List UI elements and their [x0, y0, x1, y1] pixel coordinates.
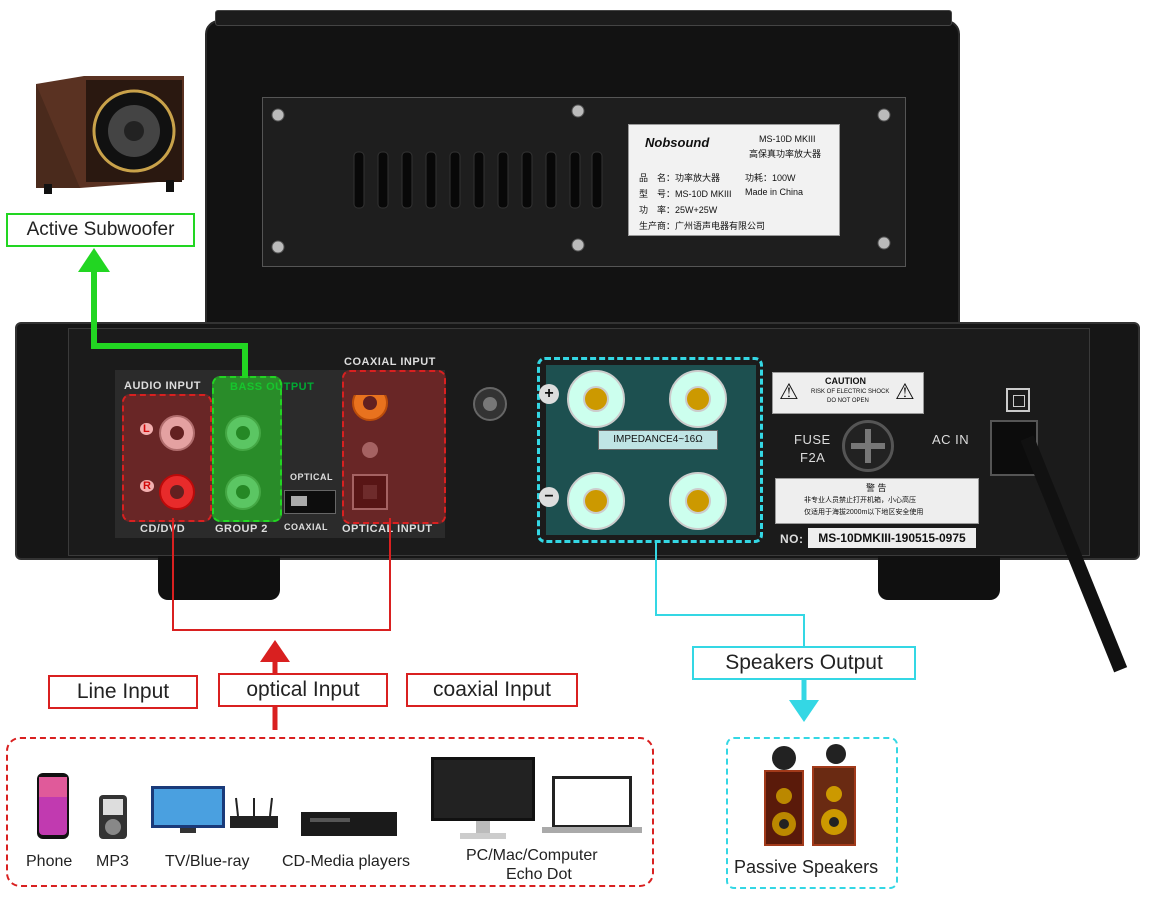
warn-line2: 仅适用于海拔2000m以下地区安全使用 — [804, 509, 924, 516]
tv-caption: TV/Blue-ray — [165, 853, 250, 870]
fuse-rating: F2A — [800, 450, 826, 465]
optical-input-label: OPTICAL INPUT — [342, 523, 433, 535]
plate-desc: 高保真功率放大器 — [749, 149, 822, 159]
active-subwoofer-label: Active Subwoofer — [6, 213, 195, 247]
spec-label-plate: Nobsound MS-10D MKIII 高保真功率放大器 品 名：功率放大器… — [628, 124, 840, 236]
mp3-caption: MP3 — [96, 853, 129, 870]
router-icon — [230, 797, 278, 828]
caution-title: CAUTION — [825, 376, 866, 386]
plate-row2b: Made in China — [745, 187, 804, 197]
warning-triangle-icon-2: ⚠ — [895, 379, 915, 404]
phone-icon — [37, 773, 69, 839]
plate-row1b: 功耗：100W — [745, 173, 796, 183]
warn-line1: 非专业人员禁止打开机箱，小心高压 — [804, 497, 916, 504]
group2-label: GROUP 2 — [215, 523, 268, 535]
plate-row1a: 品 名：功率放大器 — [639, 173, 721, 183]
jack-left-white[interactable] — [159, 415, 195, 451]
tv-icon — [151, 786, 225, 833]
cd-player-icon — [301, 812, 397, 836]
speaker-terminals-highlight — [537, 357, 763, 543]
jack-coaxial[interactable] — [352, 395, 388, 421]
passive-speakers-caption: Passive Speakers — [734, 857, 879, 877]
ground-screw-icon — [473, 387, 507, 421]
minus-sign: − — [539, 487, 559, 507]
right-channel-label: R — [140, 480, 155, 492]
top-rail — [215, 10, 952, 26]
serial-prefix: NO: — [780, 532, 804, 546]
plate-screws — [271, 104, 891, 254]
warning-sticker-cn: 警 告 非专业人员禁止打开机箱，小心高压 仅适用于海拔2000m以下地区安全使用 — [775, 478, 979, 524]
line-input-label: Line Input — [48, 675, 198, 709]
plate-model: MS-10D MKIII — [759, 134, 816, 144]
optical-switch-label: OPTICAL — [290, 472, 333, 482]
serial-number: MS-10DMKIII-190515-0975 — [808, 528, 976, 548]
laptop-icon — [542, 776, 642, 833]
audio-input-label: AUDIO INPUT — [124, 380, 201, 392]
coaxial-input-label-box: coaxial Input — [406, 673, 578, 707]
speakers-output-label: Speakers Output — [692, 646, 916, 680]
caution-sub2: DO NOT OPEN — [827, 398, 869, 404]
phone-caption: Phone — [26, 853, 73, 870]
caution-sticker: CAUTION RISK OF ELECTRIC SHOCK DO NOT OP… — [772, 372, 924, 414]
cd-caption: CD-Media players — [282, 853, 411, 870]
power-switch-icon — [1006, 388, 1030, 412]
left-channel-label: L — [140, 423, 154, 435]
impedance-label: IMPEDANCE4~16Ω — [598, 430, 718, 450]
pc-caption-line2: Echo Dot — [506, 866, 572, 883]
passive-speakers-box — [726, 737, 898, 889]
coaxial-optical-highlight — [342, 370, 446, 524]
jack-optical[interactable] — [352, 474, 388, 510]
pc-caption-line1: PC/Mac/Computer — [466, 847, 598, 864]
jack-right-red[interactable] — [159, 474, 195, 510]
fuse-holder[interactable] — [842, 420, 894, 472]
caution-sub1: RISK OF ELECTRIC SHOCK — [811, 389, 890, 395]
source-devices-box — [6, 737, 654, 887]
plate-row2a: 型 号：MS-10D MKIII — [639, 189, 732, 199]
optical-input-label-box: optical Input — [218, 673, 388, 707]
monitor-icon — [431, 757, 535, 839]
right-foot — [878, 556, 1000, 600]
mp3-player-icon — [99, 795, 127, 839]
passive-speakers-image — [764, 744, 856, 846]
ac-in-label: AC IN — [932, 432, 970, 447]
audio-input-highlight — [122, 394, 212, 522]
coaxial-input-label: COAXIAL INPUT — [344, 356, 436, 368]
speaker-binding-posts — [567, 370, 727, 530]
left-foot — [158, 556, 280, 600]
plus-sign: + — [539, 384, 559, 404]
fuse-label: FUSE — [794, 432, 831, 447]
warn-title: 警 告 — [866, 483, 887, 493]
plate-brand: Nobsound — [645, 135, 710, 150]
coaxial-switch-label: COAXIAL — [284, 522, 328, 532]
vent-slots — [352, 150, 604, 210]
warning-triangle-icon: ⚠ — [779, 379, 799, 404]
bass-output-highlight — [212, 376, 282, 522]
input-selector-switch[interactable] — [284, 490, 336, 514]
plate-row3a: 功 率：25W+25W — [639, 205, 718, 215]
subwoofer-image — [36, 76, 184, 194]
plate-row4a: 生产商：广州语声电器有限公司 — [639, 221, 766, 231]
